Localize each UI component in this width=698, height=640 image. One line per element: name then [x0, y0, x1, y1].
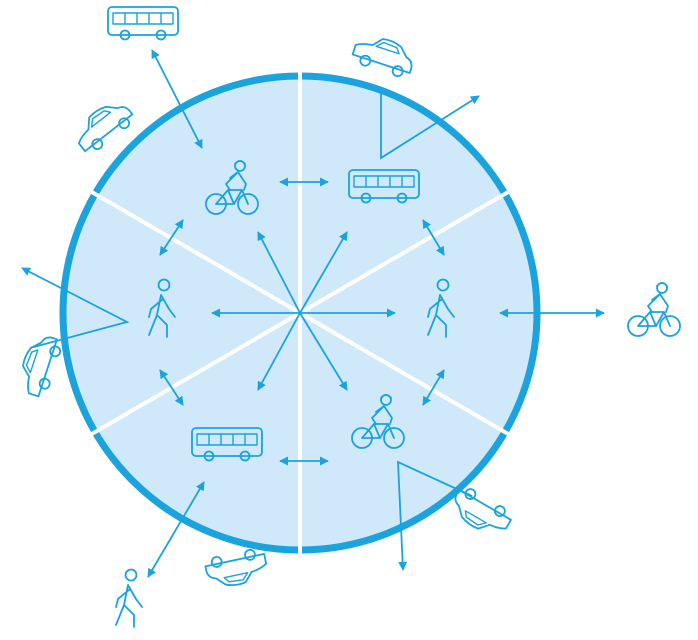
sector-dividers — [88, 70, 512, 556]
car-icon — [203, 546, 271, 592]
car-icon — [349, 30, 419, 81]
car-icon — [14, 330, 65, 400]
center-arrows — [211, 231, 396, 391]
inner-connectors — [159, 177, 605, 466]
bus-icon — [107, 6, 179, 41]
outer-arrows — [21, 49, 480, 578]
pedestrian-icon — [115, 568, 143, 628]
bicycle-icon — [627, 282, 681, 337]
car-icon — [445, 482, 516, 543]
